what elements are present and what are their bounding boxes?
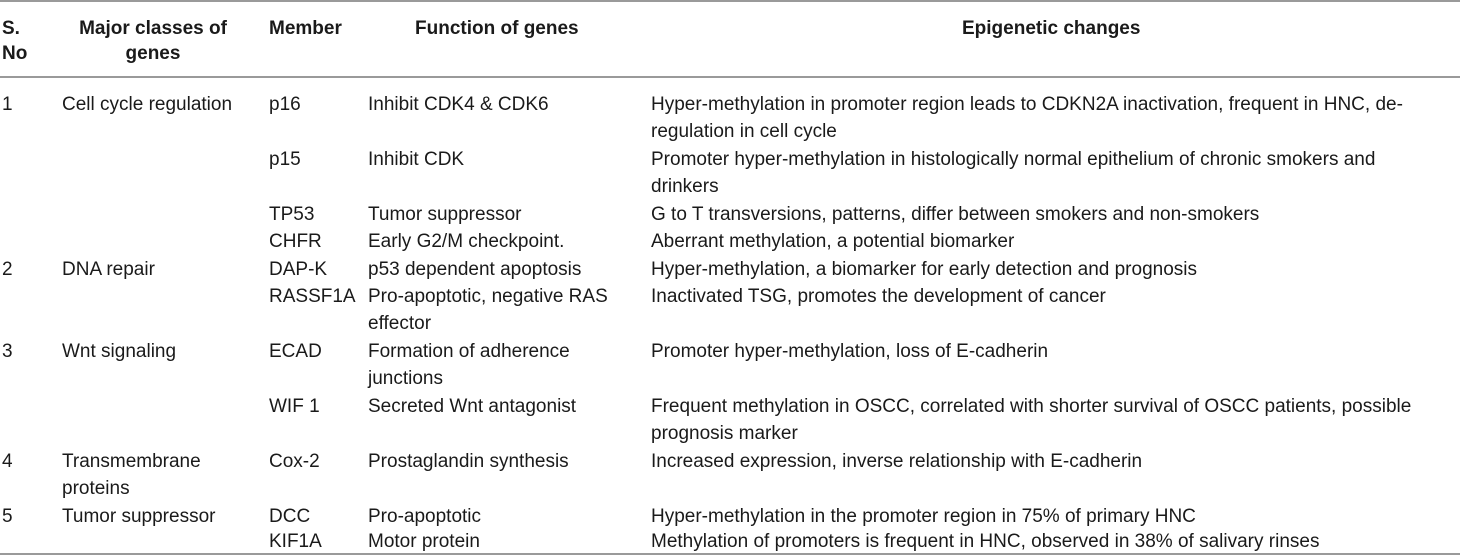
row-sno: 5 [2, 506, 13, 527]
header-epigenetic: Epigenetic changes [962, 18, 1141, 39]
row-epigenetic-cont: regulation in cell cycle [651, 121, 837, 142]
row-member: p15 [269, 149, 301, 170]
row-sno: 1 [2, 94, 13, 115]
row-function: Secreted Wnt antagonist [368, 396, 577, 417]
row-function: Tumor suppressor [368, 204, 522, 225]
table-top-rule [0, 0, 1460, 2]
row-epigenetic: Hyper-methylation in the promoter region… [651, 506, 1196, 527]
row-function: Pro-apoptotic, negative RAS [368, 286, 608, 307]
row-member: TP53 [269, 204, 315, 225]
row-class: Tumor suppressor [62, 506, 216, 527]
row-class: Wnt signaling [62, 341, 177, 362]
row-function: p53 dependent apoptosis [368, 259, 582, 280]
header-sno: S. No [2, 18, 28, 64]
row-class-cont: proteins [62, 478, 130, 499]
table-bottom-rule [0, 553, 1460, 555]
row-member: DAP-K [269, 259, 328, 280]
row-sno: 2 [2, 259, 13, 280]
row-epigenetic: Promoter hyper-methylation, loss of E-ca… [651, 341, 1049, 362]
row-function: Motor protein [368, 531, 480, 552]
row-function: Prostaglandin synthesis [368, 451, 569, 472]
row-member: ECAD [269, 341, 322, 362]
row-epigenetic: Frequent methylation in OSCC, correlated… [651, 396, 1412, 417]
row-member: DCC [269, 506, 311, 527]
header-rule [0, 76, 1460, 78]
header-function: Function of genes [415, 18, 579, 39]
row-function-cont: junctions [368, 368, 443, 389]
row-epigenetic: Aberrant methylation, a potential biomar… [651, 231, 1015, 252]
row-epigenetic: Hyper-methylation in promoter region lea… [651, 94, 1403, 115]
row-member: CHFR [269, 231, 322, 252]
row-function: Formation of adherence [368, 341, 570, 362]
header-major-classes: Major classes of genes [79, 18, 227, 64]
row-member: RASSF1A [269, 286, 356, 307]
row-function: Inhibit CDK [368, 149, 465, 170]
row-epigenetic: Methylation of promoters is frequent in … [651, 531, 1320, 552]
row-member: WIF 1 [269, 396, 320, 417]
row-member: p16 [269, 94, 301, 115]
row-class: Transmembrane [62, 451, 201, 472]
row-function: Pro-apoptotic [368, 506, 482, 527]
row-sno: 3 [2, 341, 13, 362]
row-epigenetic: Hyper-methylation, a biomarker for early… [651, 259, 1197, 280]
row-epigenetic: G to T transversions, patterns, differ b… [651, 204, 1260, 225]
row-function: Inhibit CDK4 & CDK6 [368, 94, 549, 115]
row-epigenetic: Increased expression, inverse relationsh… [651, 451, 1143, 472]
row-function: Early G2/M checkpoint. [368, 231, 565, 252]
row-sno: 4 [2, 451, 13, 472]
row-epigenetic-cont: prognosis marker [651, 423, 798, 444]
row-class: DNA repair [62, 259, 155, 280]
row-epigenetic: Promoter hyper-methylation in histologic… [651, 149, 1376, 170]
row-member: KIF1A [269, 531, 322, 552]
row-class: Cell cycle regulation [62, 94, 233, 115]
row-function-cont: effector [368, 313, 432, 334]
row-epigenetic-cont: drinkers [651, 176, 719, 197]
row-member: Cox-2 [269, 451, 320, 472]
row-epigenetic: Inactivated TSG, promotes the developmen… [651, 286, 1106, 307]
header-member: Member [269, 18, 342, 39]
